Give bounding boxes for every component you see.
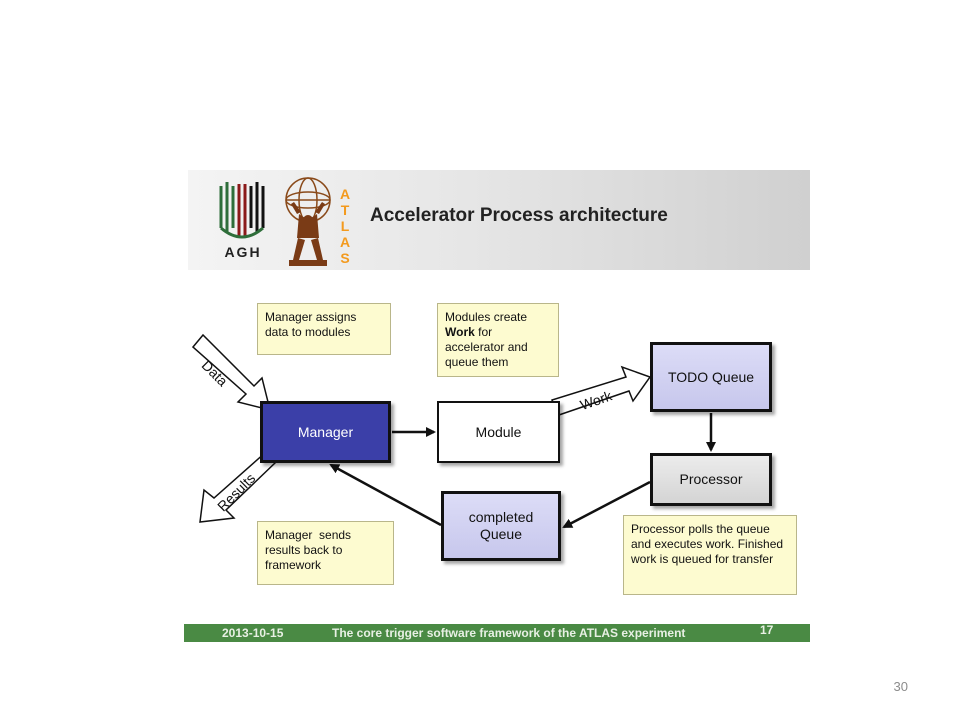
note-bold-text: Work [445,325,475,339]
arrow-completed-to-manager [329,463,442,527]
note-text: Manager assigns data to modules [265,310,357,339]
atlas-letter: A [339,234,351,250]
slide-number: 30 [893,679,908,694]
work-block-arrow [551,365,652,417]
module-node: Module [437,401,560,463]
note-text: Modules create [445,310,528,324]
atlas-figure-logo [285,177,331,266]
note-manager-assigns: Manager assigns data to modules [257,303,391,355]
footer-page-number: 17 [760,623,774,637]
manager-node: Manager [260,401,391,463]
results-block-arrow [199,450,278,523]
footer-title: The core trigger software framework of t… [332,626,686,640]
atlas-letter: S [340,250,350,266]
note-text: for accelerator and queue them [445,325,528,369]
processor-label: Processor [679,471,743,488]
completed-queue-label: completed Queue [468,509,534,542]
completed-queue-node: completed Queue [441,491,561,561]
agh-logo-text: AGH [224,244,262,260]
atlas-letter: A [339,186,351,202]
atlas-letter: T [340,202,350,218]
todo-queue-label: TODO Queue [667,368,755,385]
footer-date: 2013-10-15 [222,626,284,640]
note-processor-polls: Processor polls the queue and executes w… [623,515,797,595]
module-label: Module [475,423,522,440]
slide-title: Accelerator Process architecture [370,205,668,226]
header-band [188,170,810,270]
agh-logo [219,182,265,239]
data-block-arrow [191,333,272,412]
footer-bar [184,624,810,642]
processor-node: Processor [650,453,772,506]
atlas-letter: L [340,218,350,234]
note-modules-create: Modules create Work for accelerator and … [437,303,559,377]
note-text: Processor polls the queue and executes w… [631,522,784,566]
note-text: Manager sends results back to framework [265,528,355,572]
note-manager-sends: Manager sends results back to framework [257,521,394,585]
manager-label: Manager [297,423,354,440]
todo-queue-node: TODO Queue [650,342,772,412]
arrow-processor-to-completed [562,480,651,529]
